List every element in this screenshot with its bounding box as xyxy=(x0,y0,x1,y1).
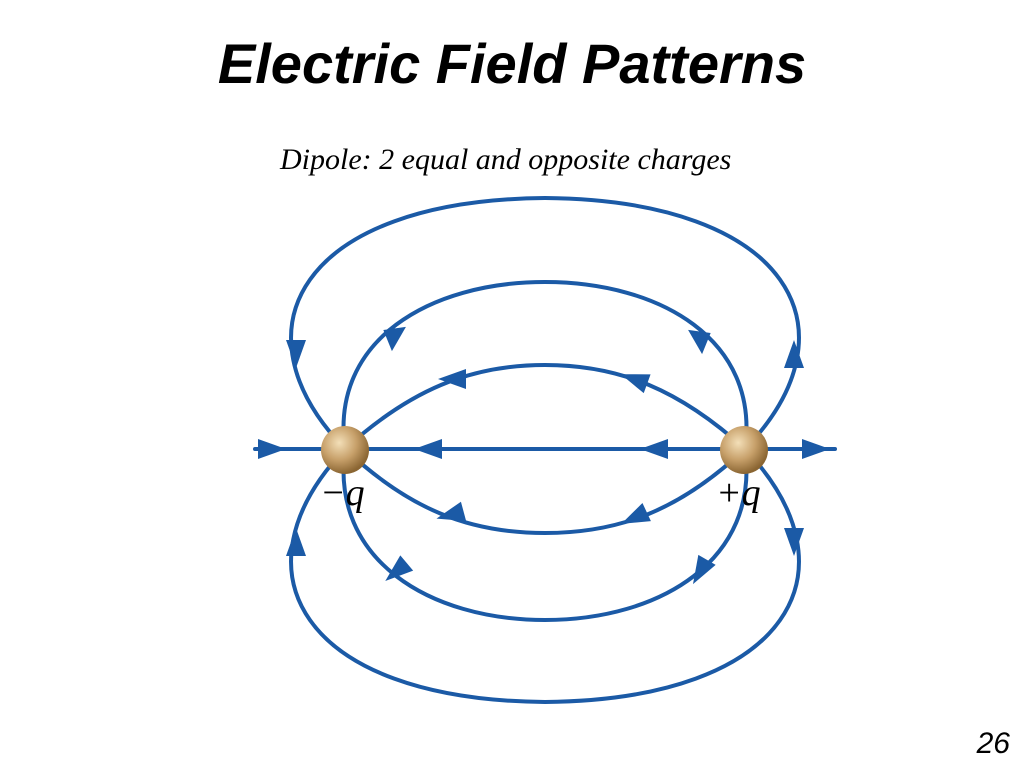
field-arrows xyxy=(258,326,830,585)
arrow-outer-bottom-left xyxy=(286,528,306,556)
arrow-outer-top-right xyxy=(784,340,804,368)
arrow-axis-far-right xyxy=(802,439,830,459)
negative-charge-label: −q xyxy=(320,472,365,514)
arrow-inner-bottom-right xyxy=(621,503,651,524)
field-line-outer-bottom xyxy=(289,447,801,705)
positive-charge xyxy=(720,426,768,474)
arrow-inner-top-right xyxy=(620,374,651,394)
diagram-caption: Dipole: 2 equal and opposite charges xyxy=(280,143,732,176)
page-number: 26 xyxy=(976,727,1010,760)
arrow-axis-center-left xyxy=(414,439,442,459)
field-line-middle-top xyxy=(341,279,749,451)
arrow-axis-far-left xyxy=(258,439,286,459)
field-line-outer-top xyxy=(289,195,801,451)
field-line-inner-top xyxy=(343,362,747,451)
arrow-axis-center-right xyxy=(640,439,668,459)
slide-title: Electric Field Patterns xyxy=(217,32,807,95)
arrow-middle-top-right xyxy=(688,329,711,355)
positive-charge-label: +q xyxy=(716,472,761,514)
negative-charge xyxy=(321,426,369,474)
field-line-middle-bottom xyxy=(341,447,749,623)
arrow-middle-bottom-left xyxy=(385,555,414,581)
charges xyxy=(321,426,768,474)
arrow-inner-bottom-left xyxy=(436,501,467,522)
field-line-inner-bottom xyxy=(343,447,747,536)
arrow-middle-top-left xyxy=(383,326,406,352)
arrow-outer-top-left xyxy=(286,340,306,368)
arrow-middle-bottom-right xyxy=(693,554,716,585)
arrow-inner-top-left xyxy=(438,369,466,389)
arrow-outer-bottom-right xyxy=(784,528,804,556)
